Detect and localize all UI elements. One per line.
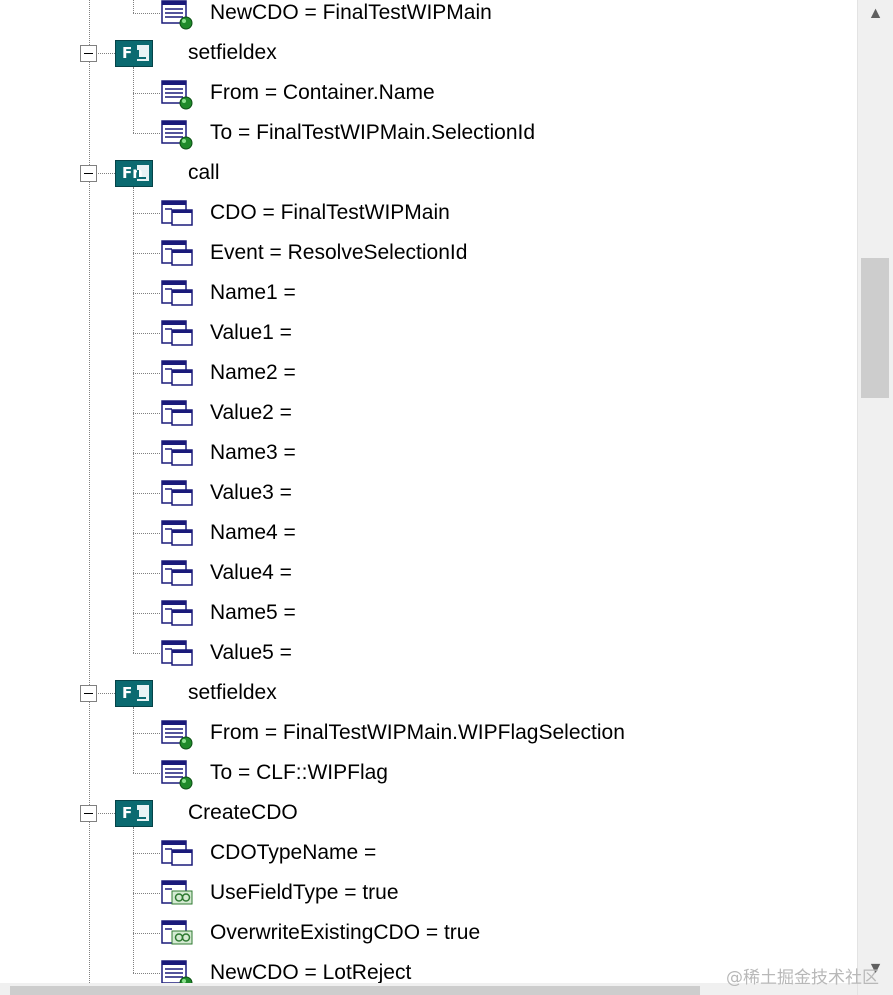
window-param-icon	[160, 438, 194, 470]
scroll-thumb[interactable]	[861, 258, 889, 398]
function-icon: Fn	[115, 160, 153, 187]
function-glyph: F	[122, 684, 133, 702]
function-glyph: F	[122, 804, 133, 822]
tree-item-label[interactable]: Value2 =	[210, 401, 292, 424]
function-node-label[interactable]: CreateCDO	[188, 801, 298, 824]
tree-connector-horizontal	[133, 853, 160, 854]
collapse-toggle[interactable]	[80, 165, 97, 182]
boolean-param-icon	[160, 918, 194, 950]
tree-connector-vertical	[89, 0, 90, 983]
tree-item-label[interactable]: To = CLF::WIPFlag	[210, 761, 388, 784]
tree-connector-horizontal	[133, 253, 160, 254]
vertical-scrollbar[interactable]: ▲ ▼	[857, 0, 893, 995]
tree-connector-horizontal	[133, 333, 160, 334]
tree-item-label[interactable]: NewCDO = LotReject	[210, 961, 412, 983]
tree-item-label[interactable]: NewCDO = FinalTestWIPMain	[210, 1, 492, 24]
tree-item-label[interactable]: Value1 =	[210, 321, 292, 344]
collapse-toggle[interactable]	[80, 45, 97, 62]
window-param-icon	[160, 598, 194, 630]
tree-connector-horizontal	[133, 533, 160, 534]
window-param-icon	[160, 558, 194, 590]
function-icon: F	[115, 680, 153, 707]
tree-item-label[interactable]: Value5 =	[210, 641, 292, 664]
tree-connector-horizontal	[133, 213, 160, 214]
window-param-icon	[160, 398, 194, 430]
window-param-icon	[160, 638, 194, 670]
tree-connector-horizontal	[133, 413, 160, 414]
tree-connector-horizontal	[133, 613, 160, 614]
tree-connector-horizontal	[133, 773, 160, 774]
window-param-icon	[160, 518, 194, 550]
tree-connector-vertical	[133, 187, 134, 653]
tree-connector-vertical	[133, 0, 134, 13]
scroll-up-button[interactable]: ▲	[867, 5, 884, 22]
tree-item-label[interactable]: Event = ResolveSelectionId	[210, 241, 468, 264]
tree-item-label[interactable]: Name2 =	[210, 361, 296, 384]
tree-connector-horizontal	[133, 933, 160, 934]
collapse-toggle[interactable]	[80, 805, 97, 822]
tree-connector-horizontal	[133, 453, 160, 454]
tree-item-label[interactable]: Value3 =	[210, 481, 292, 504]
tree-item-label[interactable]: From = FinalTestWIPMain.WIPFlagSelection	[210, 721, 625, 744]
tree-item-label[interactable]: From = Container.Name	[210, 81, 435, 104]
function-icon: F	[115, 800, 153, 827]
tree-item-label[interactable]: Name1 =	[210, 281, 296, 304]
horizontal-scrollbar[interactable]	[0, 983, 857, 995]
tree-connector-horizontal	[133, 93, 160, 94]
tree-item-label[interactable]: CDOTypeName =	[210, 841, 377, 864]
horizontal-scroll-thumb[interactable]	[10, 986, 700, 995]
tree-connector-horizontal	[89, 693, 115, 694]
field-green-ball-icon	[160, 718, 194, 750]
tree-connector-horizontal	[133, 973, 160, 974]
tree-item-label[interactable]: Value4 =	[210, 561, 292, 584]
function-node-label[interactable]: setfieldex	[188, 41, 277, 64]
tree-connector-horizontal	[133, 573, 160, 574]
scroll-down-button[interactable]: ▼	[867, 960, 884, 977]
field-green-ball-icon	[160, 78, 194, 110]
window-param-icon	[160, 318, 194, 350]
function-glyph: F	[122, 44, 133, 62]
window-param-icon	[160, 198, 194, 230]
tree-connector-vertical	[133, 67, 134, 133]
window-param-icon	[160, 278, 194, 310]
tree-item-label[interactable]: CDO = FinalTestWIPMain	[210, 201, 450, 224]
function-icon: F	[115, 40, 153, 67]
window-param-icon	[160, 358, 194, 390]
window-param-icon	[160, 838, 194, 870]
function-node-label[interactable]: call	[188, 161, 220, 184]
boolean-param-icon	[160, 878, 194, 910]
tree-connector-horizontal	[133, 733, 160, 734]
tree-item-label[interactable]: OverwriteExistingCDO = true	[210, 921, 481, 944]
tree-connector-horizontal	[89, 53, 115, 54]
tree-connector-vertical	[133, 827, 134, 973]
tree-connector-horizontal	[133, 13, 160, 14]
tree-connector-horizontal	[133, 893, 160, 894]
watermark: @稀土掘金技术社区	[726, 968, 879, 988]
tree-connector-horizontal	[133, 653, 160, 654]
tree-connector-horizontal	[89, 173, 115, 174]
window-param-icon	[160, 238, 194, 270]
tree-connector-horizontal	[133, 293, 160, 294]
window-param-icon	[160, 478, 194, 510]
field-green-ball-icon	[160, 758, 194, 790]
collapse-toggle[interactable]	[80, 685, 97, 702]
tree-item-label[interactable]: To = FinalTestWIPMain.SelectionId	[210, 121, 536, 144]
tree-connector-horizontal	[133, 133, 160, 134]
tree-connector-horizontal	[133, 493, 160, 494]
tree-item-label[interactable]: Name5 =	[210, 601, 296, 624]
field-green-ball-icon	[160, 0, 194, 30]
field-green-ball-icon	[160, 118, 194, 150]
tree-item-label[interactable]: Name3 =	[210, 441, 296, 464]
tree-item-label[interactable]: Name4 =	[210, 521, 296, 544]
tree-connector-vertical	[133, 707, 134, 773]
tree-item-label[interactable]: UseFieldType = true	[210, 881, 399, 904]
tree-connector-horizontal	[133, 373, 160, 374]
field-green-ball-icon	[160, 958, 194, 983]
function-node-label[interactable]: setfieldex	[188, 681, 277, 704]
tree-connector-horizontal	[89, 813, 115, 814]
